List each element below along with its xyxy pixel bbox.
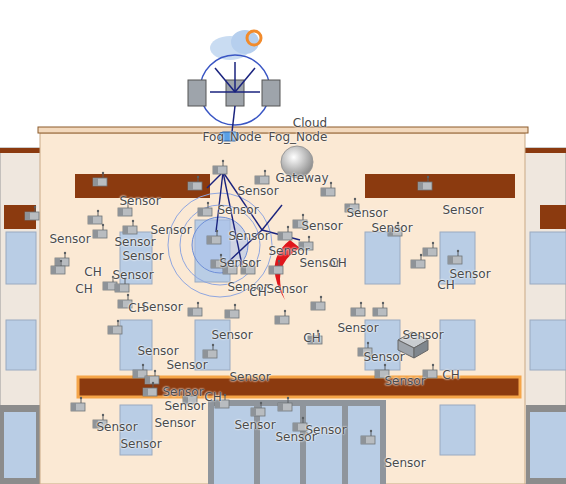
fog-links	[210, 62, 260, 132]
window	[6, 320, 36, 370]
door-glass	[348, 406, 380, 484]
device-label: Sensor	[120, 438, 161, 451]
device-label: Sensor	[442, 204, 483, 217]
device-label: Sensor	[234, 419, 275, 432]
device-label: Sensor	[301, 220, 342, 233]
window	[530, 232, 566, 284]
device-label: Sensor	[228, 230, 269, 243]
device-label: CH	[329, 257, 346, 270]
device-label: Sensor	[217, 204, 258, 217]
device-label: Sensor	[122, 250, 163, 263]
node-text: Cloud	[293, 117, 327, 130]
device-label: Sensor	[384, 457, 425, 470]
device-label: Sensor	[363, 351, 404, 364]
device-label: Sensor	[162, 386, 203, 399]
cloud-icon	[247, 31, 261, 45]
device-label: Sensor	[449, 268, 490, 281]
device-label: CH	[204, 391, 221, 404]
device-label: Sensor	[154, 417, 195, 430]
device-label: Sensor	[402, 329, 443, 342]
device-label: Sensor	[96, 421, 137, 434]
device-label: Sensor	[166, 359, 207, 372]
wing-base	[0, 405, 40, 484]
fog-range	[200, 55, 270, 125]
building-body	[40, 133, 525, 484]
cloud-icon	[231, 30, 259, 54]
device-label: Sensor	[219, 257, 260, 270]
device-label: CH	[303, 332, 320, 345]
device-label: CH	[75, 283, 92, 296]
wing-base	[526, 405, 566, 484]
node-text: Gateway	[275, 172, 328, 185]
node-label-box: Fog_Node	[202, 131, 263, 144]
brown-band	[365, 174, 515, 198]
window	[440, 405, 475, 455]
window	[530, 412, 566, 478]
device-label: Sensor	[112, 269, 153, 282]
device-label: Sensor	[164, 400, 205, 413]
device-label: Sensor	[137, 345, 178, 358]
window	[4, 412, 36, 478]
door-glass	[306, 406, 342, 484]
device-label: CH	[437, 279, 454, 292]
node-label-box: Cloud	[292, 117, 328, 130]
node-label-box: Fog_Node	[268, 131, 329, 144]
node-label-box: Gateway	[274, 172, 329, 185]
sensor-icons	[25, 160, 462, 444]
window	[365, 232, 400, 284]
window	[6, 232, 36, 284]
device-label: Sensor	[371, 222, 412, 235]
range-ring	[168, 193, 272, 297]
entrance	[208, 400, 386, 484]
device-label: Sensor	[114, 236, 155, 249]
device-label: Sensor	[119, 195, 160, 208]
window	[530, 320, 566, 370]
server-icon	[262, 80, 280, 106]
device-label: CH	[442, 369, 459, 382]
node-text: Fog_Node	[269, 131, 328, 144]
device-label: Sensor	[141, 301, 182, 314]
device-label: Sensor	[266, 283, 307, 296]
wing-band	[540, 205, 566, 229]
device-label: Sensor	[237, 185, 278, 198]
device-label: CH	[249, 286, 266, 299]
window	[440, 320, 475, 370]
device-label: Sensor	[275, 431, 316, 444]
device-label: Sensor	[384, 375, 425, 388]
device-label: Sensor	[150, 224, 191, 237]
node-text: Fog_Node	[203, 131, 262, 144]
device-label: CH	[84, 266, 101, 279]
device-label: Sensor	[229, 371, 270, 384]
device-label: Sensor	[337, 322, 378, 335]
device-label: Sensor	[49, 233, 90, 246]
server-icon	[188, 80, 206, 106]
range-ring	[180, 205, 260, 285]
device-label: Sensor	[346, 207, 387, 220]
device-label: Sensor	[211, 329, 252, 342]
